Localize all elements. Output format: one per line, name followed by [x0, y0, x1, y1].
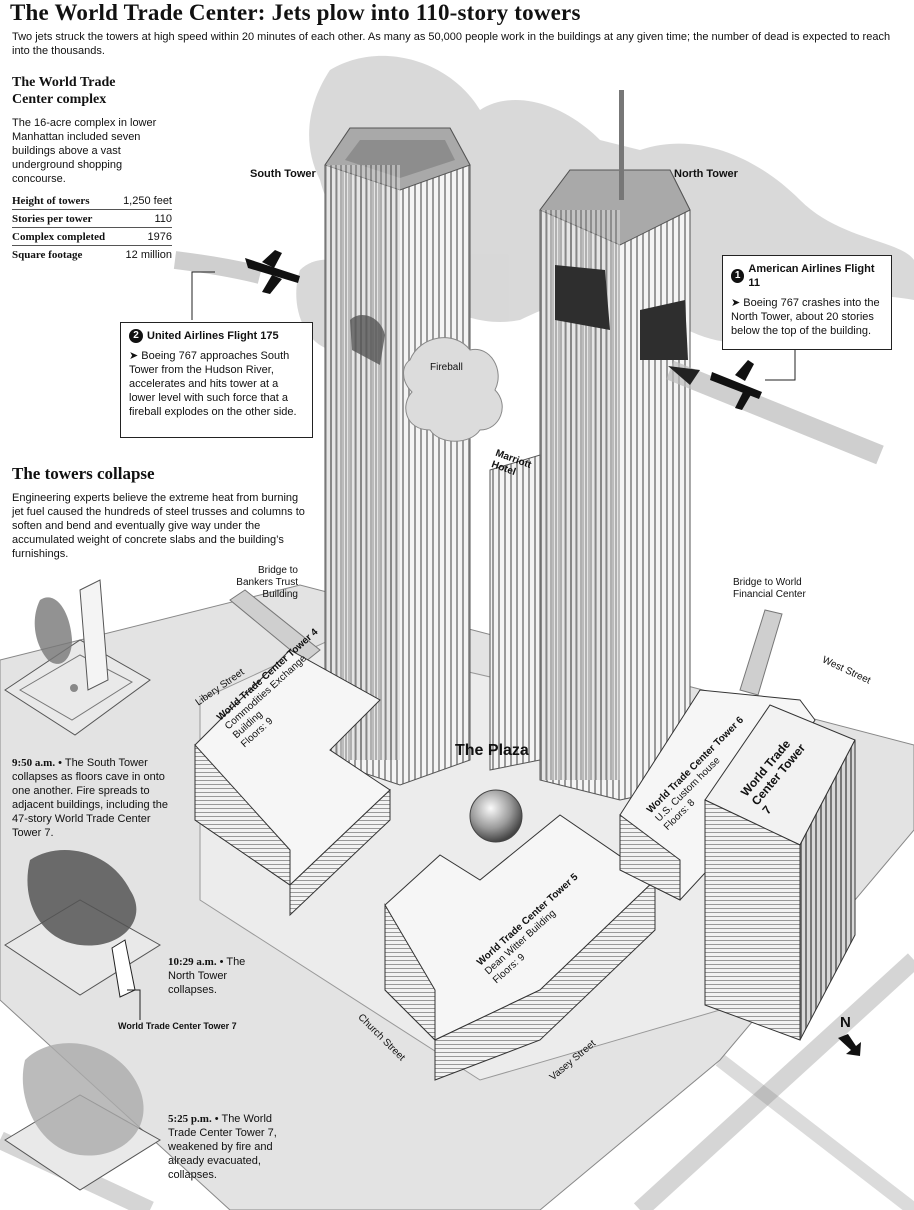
- step-number-badge: 1: [731, 269, 745, 283]
- bridge-bankers: [229, 589, 321, 663]
- fact-value: 12 million: [125, 249, 172, 261]
- collapse-text: Engineering experts believe the extreme …: [12, 492, 305, 560]
- fact-label: Stories per tower: [12, 213, 93, 225]
- collapse-step2-illustration: [4, 850, 161, 998]
- complex-text: The 16-acre complex in lower Manhattan i…: [12, 117, 157, 185]
- headline: The World Trade Center: Jets plow into 1…: [10, 0, 581, 25]
- callout-text: ➤ Boeing 767 crashes into the North Towe…: [731, 297, 880, 337]
- north-tower-shape: [539, 90, 691, 801]
- plaza-sphere: [469, 789, 523, 843]
- fact-label: Height of towers: [12, 195, 90, 207]
- south-tower-label: South Tower: [250, 168, 316, 180]
- fact-label: Square footage: [12, 249, 83, 261]
- fireball-label: Fireball: [430, 362, 463, 373]
- bridge-bankers-label: Bridge to Bankers Trust Building: [236, 565, 298, 600]
- wtc7-shape: [704, 704, 856, 1041]
- collapse-step3-illustration: [4, 1043, 161, 1191]
- step-time: 5:25 p.m.: [168, 1113, 212, 1125]
- fact-value: 110: [154, 213, 172, 225]
- bridge-wfc: [739, 609, 783, 696]
- fact-row: Height of towers 1,250 feet: [12, 192, 172, 210]
- step-number-badge: 2: [129, 329, 143, 343]
- callout-text: ➤ Boeing 767 approaches South Tower from…: [129, 350, 297, 418]
- fact-row: Complex completed 1976: [12, 228, 172, 246]
- north-arrow-icon: [838, 1034, 861, 1056]
- callout-title: American Airlines Flight 11: [748, 263, 875, 289]
- step-time: 9:50 a.m.: [12, 757, 56, 769]
- deck: Two jets struck the towers at high speed…: [12, 31, 891, 57]
- plaza-label: The Plaza: [455, 742, 529, 759]
- south-tower-shape: [324, 127, 471, 786]
- bridge-wfc-label: Bridge to World Financial Center: [733, 577, 806, 600]
- collapse-title: The towers collapse: [12, 464, 155, 483]
- wtc5-shape: [384, 814, 656, 1081]
- fireball-cloud: [403, 337, 503, 442]
- collapse-step-3: 5:25 p.m. • The World Trade Center Tower…: [168, 1113, 277, 1181]
- flight-175-callout: 2 United Airlines Flight 175 ➤ Boeing 767…: [120, 322, 313, 438]
- callout-title: United Airlines Flight 175: [147, 330, 279, 342]
- north-label: N: [840, 1014, 851, 1031]
- step-text: The North Tower collapses.: [168, 956, 246, 996]
- fact-label: Complex completed: [12, 231, 106, 243]
- fact-row: Stories per tower 110: [12, 210, 172, 228]
- step-time: 10:29 a.m.: [168, 956, 217, 968]
- collapse-step1-illustration: [4, 579, 151, 736]
- facts-table: Height of towers 1,250 feet Stories per t…: [12, 192, 172, 263]
- tower7-mini-label: World Trade Center Tower 7: [118, 1021, 237, 1031]
- fact-value: 1,250 feet: [123, 195, 172, 207]
- flight-11-path: [666, 360, 884, 465]
- north-tower-label: North Tower: [674, 168, 738, 180]
- step-text: The World Trade Center Tower 7, weakened…: [168, 1113, 277, 1181]
- fact-value: 1976: [147, 231, 172, 243]
- plane-icon: [710, 360, 762, 410]
- wtc4-shape: [194, 649, 391, 917]
- collapse-step-1: 9:50 a.m. • The South Tower collapses as…: [12, 757, 168, 839]
- collapse-step-2: 10:29 a.m. • The North Tower collapses.: [168, 956, 246, 996]
- complex-title: The World Trade Center complex: [12, 75, 116, 107]
- step-text: The South Tower collapses as floors cave…: [12, 757, 168, 839]
- marriott-hotel-shape: [489, 454, 541, 771]
- fact-row: Square footage 12 million: [12, 246, 172, 263]
- plane-icon: [245, 250, 300, 294]
- flight-175-path: [173, 251, 263, 284]
